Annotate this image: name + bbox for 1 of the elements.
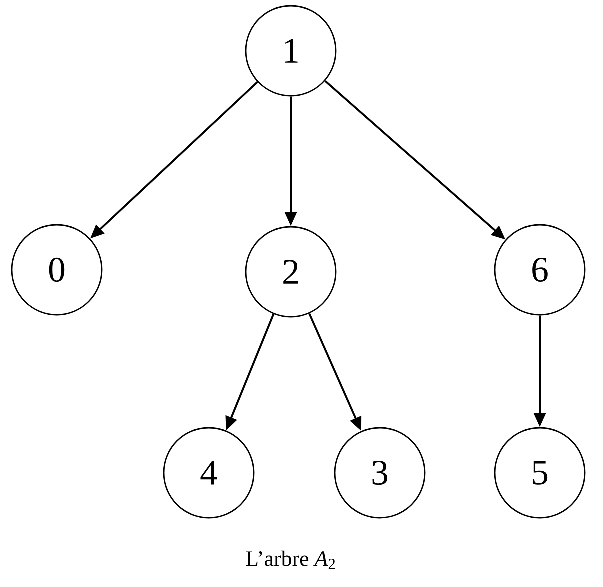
caption: L’arbre A$_{2}$ (246, 550, 336, 570)
